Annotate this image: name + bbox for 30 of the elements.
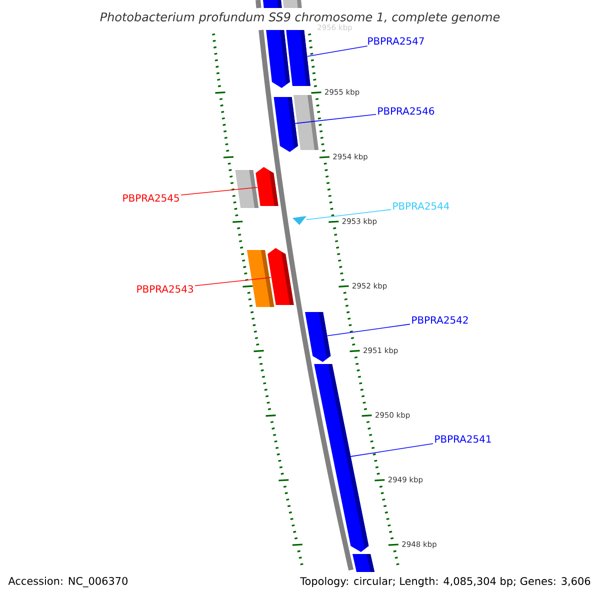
title: Photobacterium profundum SS9 chromosome 1, complete genome (100, 12, 500, 24)
gene-feature (314, 364, 369, 552)
accession-text: Accession: NC_006370 (8, 576, 128, 588)
genome-info-text: Topology: circular; Length: 4,085,304 bp; Genes: 3,606 (300, 576, 590, 588)
gene-label: PBPRA2541 (435, 435, 491, 443)
gene-feature (352, 554, 375, 572)
leader-line (306, 209, 392, 220)
gene-label: PBPRA2546 (378, 107, 434, 115)
gene-label: PBPRA2543 (137, 285, 193, 293)
gene-label: PBPRA2547 (368, 37, 424, 45)
gene-feature (294, 95, 318, 150)
gene-feature (286, 30, 310, 86)
gene-feature (256, 167, 278, 206)
gene-triangle (292, 216, 306, 225)
gene-label: PBPRA2545 (123, 194, 179, 202)
gene-label: PBPRA2544 (393, 202, 450, 210)
gene-feature (263, 0, 282, 8)
leader-line (327, 324, 410, 336)
leader-line (180, 187, 258, 196)
leader-line (350, 443, 434, 457)
gene-feature (246, 250, 274, 307)
leader-line (306, 46, 368, 57)
leader-line (294, 114, 376, 124)
gene-feature (283, 0, 302, 8)
gene-feature (235, 170, 259, 208)
gene-feature (266, 30, 290, 88)
gene-label: PBPRA2542 (412, 316, 468, 324)
gene-feature (305, 312, 331, 362)
gene-feature (274, 97, 298, 152)
leader-line (194, 277, 272, 286)
